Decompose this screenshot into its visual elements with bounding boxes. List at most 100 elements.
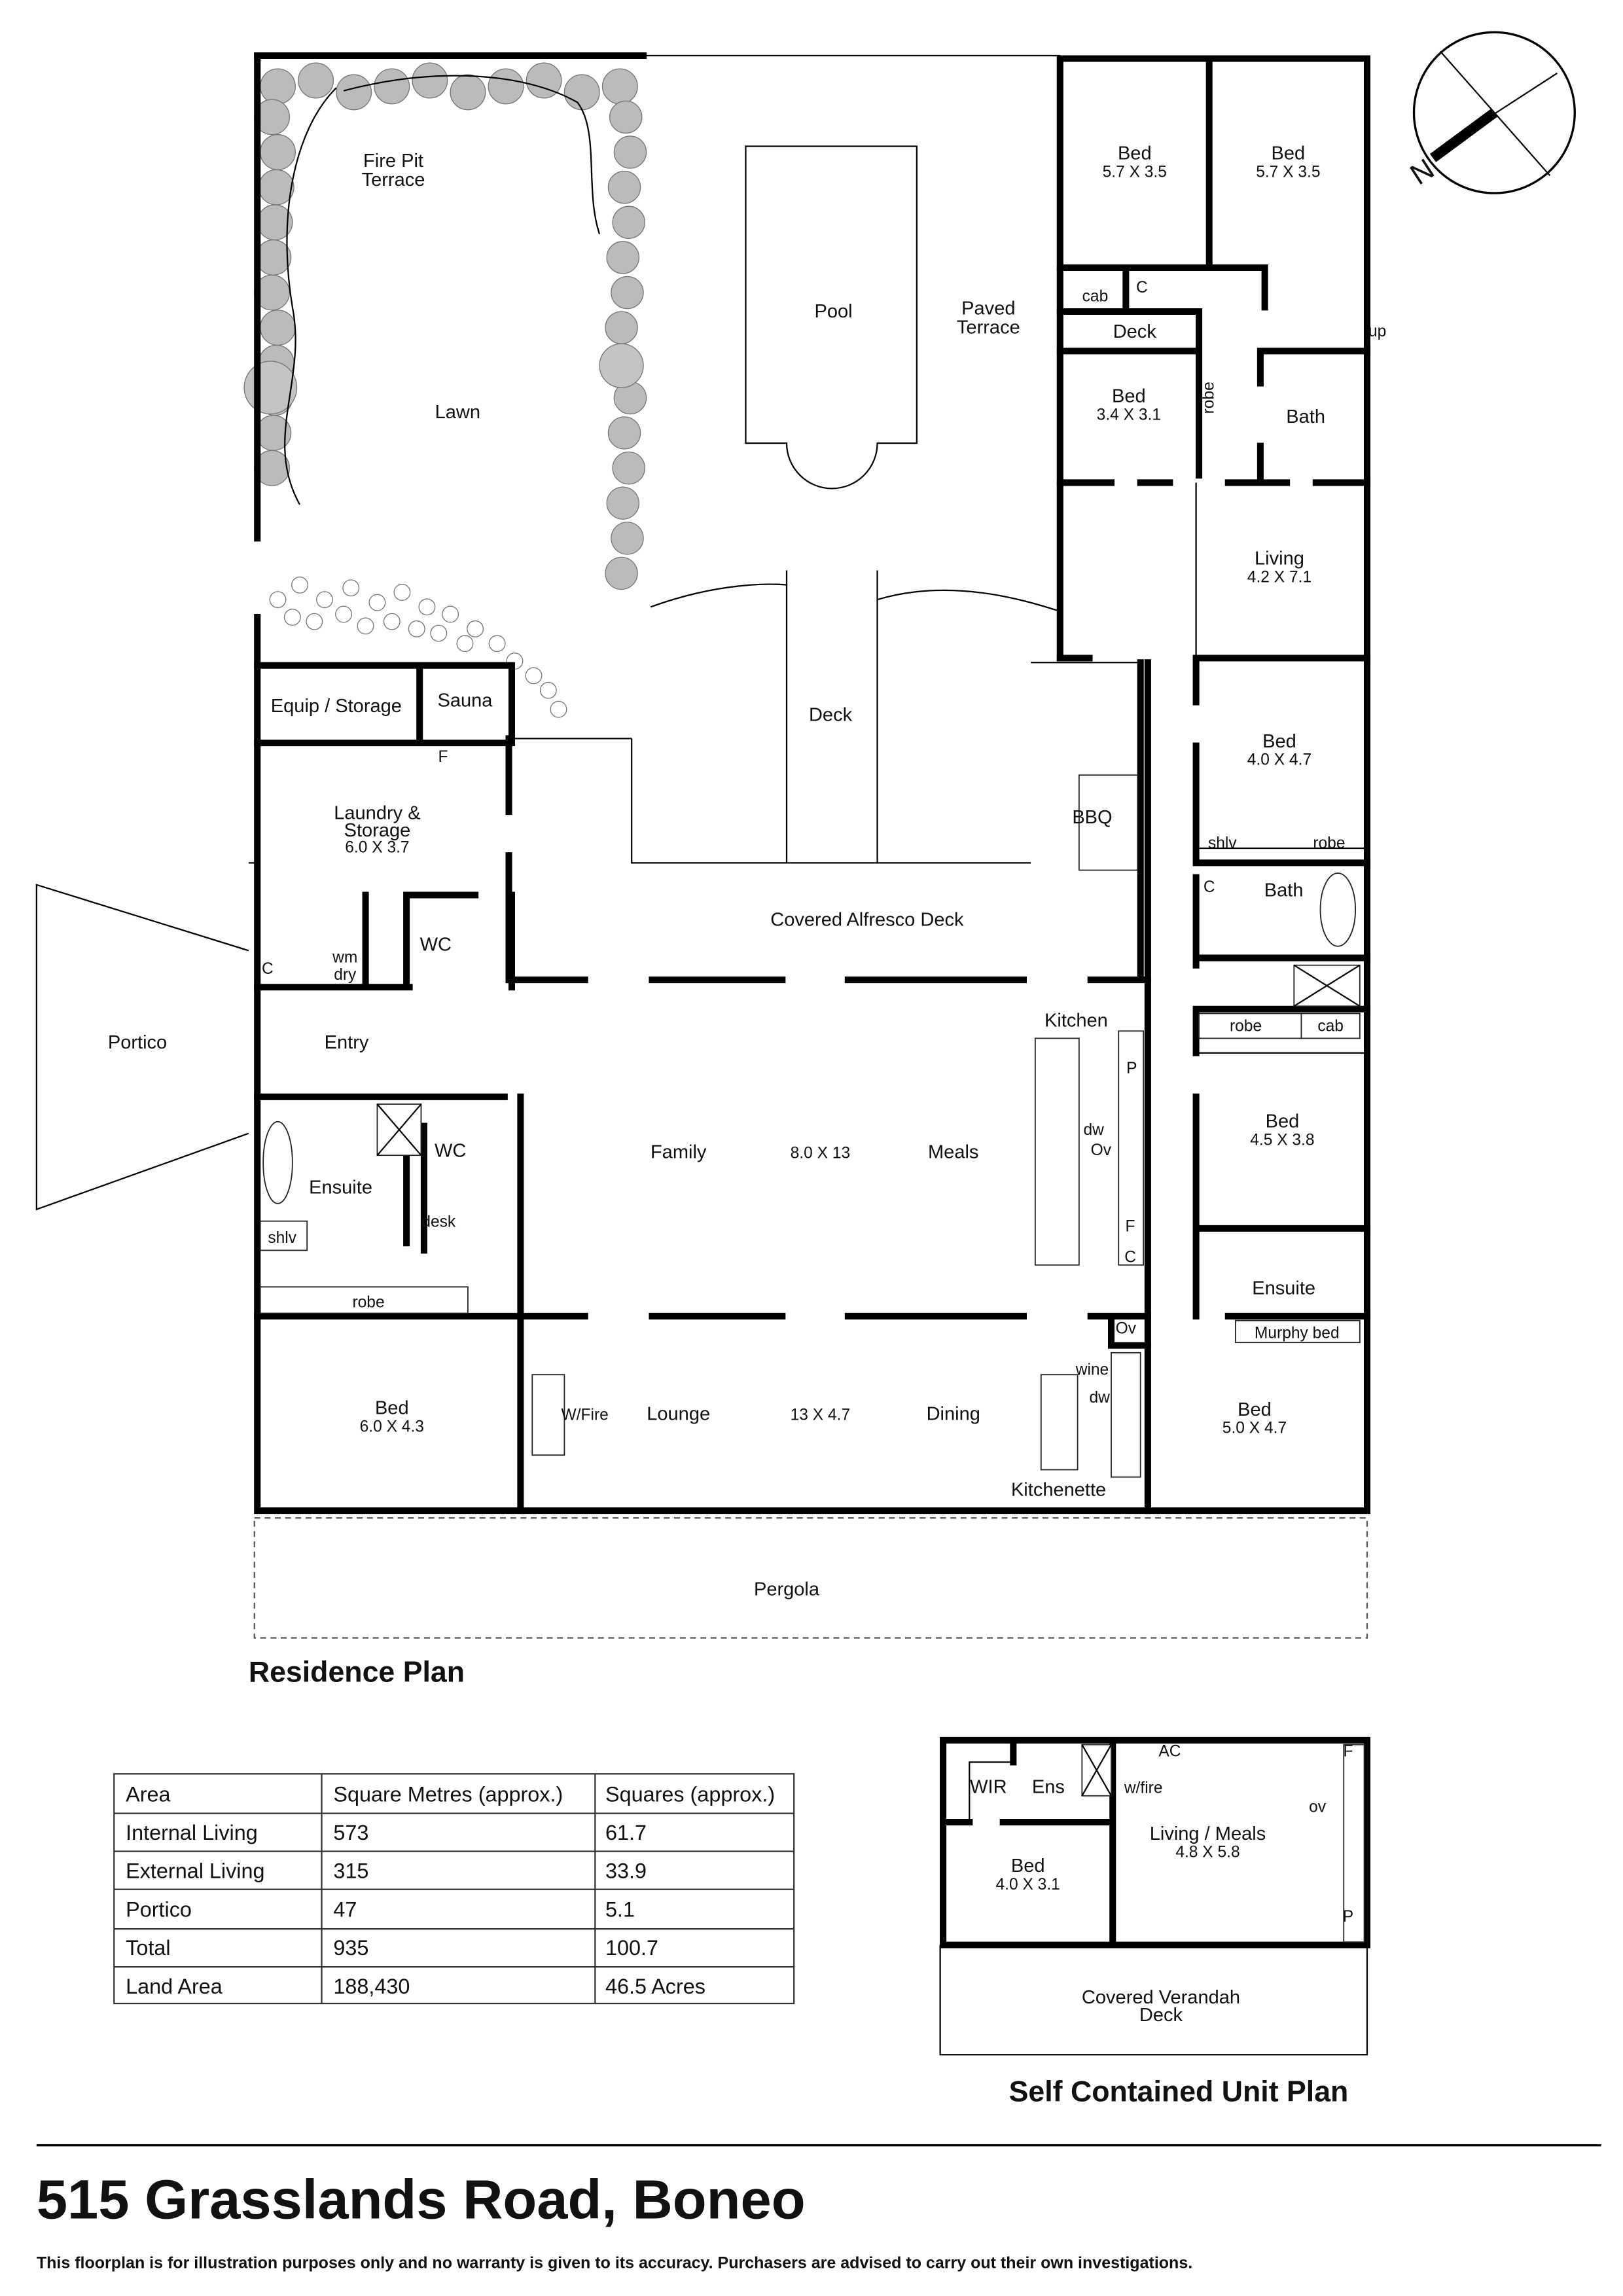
room-label: Portico [108, 1032, 167, 1053]
tree-icon [605, 556, 638, 590]
room-label: Deck [809, 705, 853, 726]
room-label: P [1126, 1060, 1137, 1077]
tree-icon [418, 598, 436, 616]
room-dimensions: 4.5 X 3.8 [1250, 1132, 1314, 1149]
tree-icon [255, 239, 292, 276]
table-row-label: External Living [126, 1859, 264, 1883]
room-label: dry [334, 966, 357, 984]
unit-room-labels: AC WIR Ens w/fire F ov Living / Meals 4.… [970, 1742, 1353, 2025]
room-label: F [1126, 1217, 1135, 1235]
room-dimensions: 8.0 X 13 [791, 1145, 851, 1162]
tree-icon [335, 605, 353, 623]
tree-icon [336, 74, 372, 111]
area-table: Area Square Metres (approx.) Squares (ap… [113, 1773, 795, 2005]
room-label: Living [1255, 548, 1304, 569]
room-label: Covered Verandah [1082, 1987, 1240, 2008]
room-label: C [1124, 1248, 1136, 1266]
room-label: robe [1313, 834, 1345, 852]
table-row-label: Portico [126, 1897, 192, 1921]
unit-plan-heading: Self Contained Unit Plan [1009, 2076, 1349, 2108]
tree-icon [612, 206, 645, 239]
table-cell: 61.7 [605, 1821, 647, 1844]
tree-icon [613, 135, 647, 169]
room-label: Covered Alfresco Deck [770, 909, 964, 930]
room-label: Bed [1118, 143, 1152, 164]
room-label: cab [1082, 287, 1109, 305]
fixtures [259, 774, 1361, 1478]
pool-shape [745, 145, 918, 490]
tree-icon [442, 605, 459, 623]
room-label: Pool [814, 301, 852, 322]
room-label: Kitchen [1044, 1011, 1108, 1031]
room-dimensions: 13 X 4.7 [791, 1407, 851, 1424]
room-label: Pergola [754, 1579, 820, 1600]
room-label: Bath [1286, 406, 1325, 427]
room-label: wine [1075, 1361, 1109, 1378]
room-label: robe [352, 1294, 384, 1312]
room-label: w/fire [1124, 1779, 1163, 1797]
room-label: Entry [325, 1032, 369, 1053]
tree-icon [609, 100, 643, 134]
tree-icon [599, 343, 644, 388]
room-dimensions: 6.0 X 3.7 [345, 839, 409, 857]
room-label: ov [1309, 1798, 1327, 1816]
room-label: Ov [1091, 1141, 1112, 1159]
room-label: BBQ [1072, 807, 1112, 828]
tree-icon [563, 74, 600, 111]
residence-walls [248, 52, 1371, 1515]
table-row-label: Land Area [126, 1975, 223, 1998]
table-cell: 46.5 Acres [605, 1975, 705, 1998]
residence-plan-heading: Residence Plan [249, 1656, 465, 1688]
tree-icon [260, 68, 296, 105]
room-label: WIR [970, 1776, 1007, 1797]
table-header: Squares (approx.) [605, 1783, 775, 1806]
tree-icon [357, 617, 374, 635]
room-label: C [262, 960, 274, 978]
room-label: up [1368, 323, 1386, 340]
tree-icon [525, 667, 543, 685]
room-dimensions: 4.0 X 4.7 [1247, 751, 1311, 769]
table-row-label: Total [126, 1936, 170, 1960]
tree-icon [260, 310, 296, 346]
tree-icon [601, 68, 638, 105]
garden-path [284, 75, 601, 505]
room-label: Dining [927, 1404, 980, 1425]
tree-icon [606, 241, 640, 274]
table-row-label: Internal Living [126, 1821, 258, 1844]
portico-outline [35, 884, 249, 1211]
deck-walkway [631, 570, 1061, 864]
tree-icon [550, 700, 567, 718]
room-dimensions: 6.0 X 4.3 [360, 1418, 424, 1435]
room-label: Laundry & [334, 802, 420, 823]
tree-icon [316, 591, 333, 609]
room-label: Bed [1266, 1111, 1300, 1132]
tree-icon [412, 62, 448, 99]
room-dimensions: 5.0 X 4.7 [1222, 1420, 1287, 1437]
tree-icon [291, 576, 308, 594]
tree-icon [607, 416, 641, 450]
room-label: W/Fire [562, 1407, 609, 1424]
room-label: Terrace [957, 317, 1020, 338]
room-label: Bed [1011, 1856, 1045, 1876]
table-cell: 935 [333, 1936, 368, 1960]
tree-icon [342, 579, 360, 597]
tree-icon [393, 584, 411, 601]
room-label: Family [651, 1142, 707, 1163]
room-label: robe [1200, 382, 1217, 414]
table-header: Area [126, 1783, 170, 1806]
room-label: Meals [928, 1142, 978, 1163]
room-label: Fire Pit [363, 151, 423, 171]
tree-icon [450, 74, 486, 111]
tree-icon [488, 68, 524, 105]
room-label: Deck [1139, 2005, 1183, 2026]
tree-icon [408, 620, 425, 637]
room-label: desk [421, 1213, 456, 1231]
garden-trees [243, 62, 647, 718]
room-label: Kitchenette [1011, 1480, 1106, 1501]
tree-icon [383, 613, 401, 630]
tree-icon [456, 635, 474, 653]
room-label: Ens [1032, 1776, 1065, 1797]
tree-icon [526, 62, 562, 99]
